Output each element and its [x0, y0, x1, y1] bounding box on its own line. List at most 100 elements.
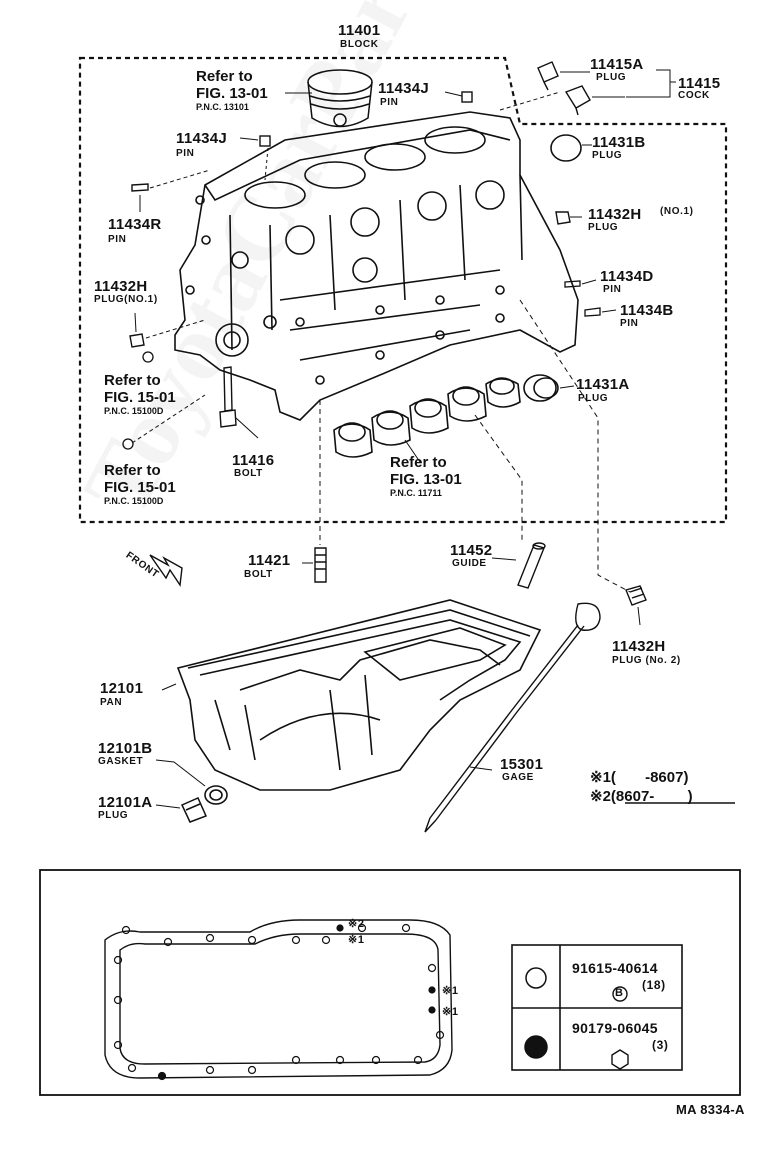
gasket-12101b [204, 785, 228, 805]
pin-r-pn: 11434R [108, 216, 162, 233]
fastener-2-pn: 90179-06045 [572, 1020, 658, 1036]
pin-11434d [564, 280, 581, 288]
main-bearings [333, 377, 521, 458]
gasket-mark-4: ※1 [442, 1006, 459, 1018]
gasket-mark-3: ※1 [442, 985, 459, 997]
gasket-mark-2: ※1 [348, 934, 365, 946]
plug-b-pn: 11431B [592, 134, 646, 151]
block-name: BLOCK [340, 39, 379, 50]
plug-11432h-no1-right [555, 211, 571, 225]
bolt-11416 [219, 366, 237, 428]
legend-s1-range: ( -8607) [610, 769, 689, 786]
block-group-outline [78, 56, 728, 524]
flange-bolt-icon [612, 986, 628, 1002]
gasket-pn: 12101B [98, 740, 153, 757]
cock-pn: 11415 [678, 75, 721, 92]
hex-nut-icon [611, 1049, 629, 1070]
pin-j-left-name: PIN [176, 148, 195, 159]
gage-pn: 15301 [500, 756, 544, 773]
guide-pn: 11452 [450, 542, 493, 559]
plug-11431a [523, 374, 559, 402]
block-pn: 11401 [338, 22, 381, 39]
legend-s2-range: (8607- ) [610, 788, 693, 805]
ref-left1-label: Refer to [104, 372, 161, 389]
pin-b-name: PIN [620, 318, 639, 329]
fastener-1-qty: (18) [642, 978, 666, 992]
drain-plug-12101a [180, 797, 208, 823]
hole-plug-left-2 [122, 438, 134, 450]
pin-11434j-left [259, 135, 271, 147]
plug-11432h-no2 [625, 585, 647, 606]
bolt-11421 [314, 547, 327, 583]
plug-h1-right-name: PLUG [588, 222, 619, 233]
cylinder-block [174, 111, 579, 421]
piston [307, 69, 373, 128]
oil-level-gage [424, 602, 601, 833]
pin-j-top-name: PIN [380, 97, 399, 108]
pin-11434b [584, 307, 601, 317]
pin-11434r [131, 183, 149, 192]
guide-11452 [517, 542, 546, 589]
plug-a2-pn: 11431A [576, 376, 630, 393]
gage-name: GAGE [502, 772, 534, 783]
ref-left2-fig: FIG. 15-01 [104, 479, 176, 496]
drain-cock-11415 [564, 85, 591, 116]
fastener-1-symbol: B [615, 987, 624, 999]
fastener-table [511, 944, 683, 1071]
plug-h2-pn: 11432H [612, 638, 666, 655]
bolt-16-name: BOLT [234, 468, 263, 479]
bolt-16-pn: 11416 [232, 452, 275, 469]
gasket-name: GASKET [98, 756, 144, 767]
guide-name: GUIDE [452, 558, 487, 569]
pan-pn: 12101 [100, 680, 144, 697]
plug-h1-right-pn: 11432H [588, 206, 642, 223]
pin-j-left-pn: 11434J [176, 130, 228, 147]
pan-plug-name: PLUG [98, 810, 129, 821]
bolt-21-name: BOLT [244, 569, 273, 580]
pin-11434j-top [461, 91, 473, 103]
plug-11415a [537, 61, 559, 91]
diagram-code: MA 8334-A [676, 1102, 745, 1117]
front-arrow [149, 554, 183, 587]
ref-left2-label: Refer to [104, 462, 161, 479]
plug-h2-name: PLUG (No. 2) [612, 655, 681, 666]
ref-piston-fig: FIG. 13-01 [196, 85, 268, 102]
legend-s1: ※1( -8607) [590, 768, 688, 786]
ref-left1-pnc: P.N.C. 15100D [104, 406, 164, 416]
solid-nut-symbol [524, 1035, 548, 1059]
ref-bearing-label: Refer to [390, 454, 447, 471]
ref-left2-pnc: P.N.C. 15100D [104, 496, 164, 506]
plug-a-pn: 11415A [590, 56, 644, 73]
gasket-mark-1: ※2 [348, 918, 365, 930]
pin-d-name: PIN [603, 284, 622, 295]
oil-pan [176, 599, 542, 791]
pin-b-pn: 11434B [620, 302, 674, 319]
pin-j-top-pn: 11434J [378, 80, 430, 97]
cock-name: COCK [678, 90, 710, 101]
pin-r-name: PIN [108, 234, 127, 245]
gasket-holes [113, 923, 445, 1081]
ref-piston-pnc: P.N.C. 13101 [196, 102, 249, 112]
legend-s1-mark: ※1 [590, 769, 611, 786]
pan-gasket-outline [104, 919, 453, 1079]
plug-11431b [550, 134, 582, 162]
ref-bearing-pnc: P.N.C. 11711 [390, 488, 442, 498]
ref-piston-label: Refer to [196, 68, 253, 85]
plug-h1-left-pn: 11432H [94, 278, 148, 295]
legend-s2-mark: ※2 [590, 788, 611, 805]
fastener-2-qty: (3) [652, 1038, 669, 1052]
pan-plug-pn: 12101A [98, 794, 153, 811]
pan-name: PAN [100, 697, 123, 708]
plug-a2-name: PLUG [578, 393, 609, 404]
fastener-1-pn: 91615-40614 [572, 960, 658, 976]
legend-s2: ※2(8607- ) [590, 787, 693, 805]
plug-b-name: PLUG [592, 150, 623, 161]
hole-plug-left-1 [142, 351, 154, 363]
bolt-21-pn: 11421 [248, 552, 291, 569]
hollow-bolt-symbol [525, 967, 547, 989]
ref-left1-fig: FIG. 15-01 [104, 389, 176, 406]
pin-d-pn: 11434D [600, 268, 654, 285]
gasket-inset-box [39, 869, 741, 1096]
ref-bearing-fig: FIG. 13-01 [390, 471, 462, 488]
